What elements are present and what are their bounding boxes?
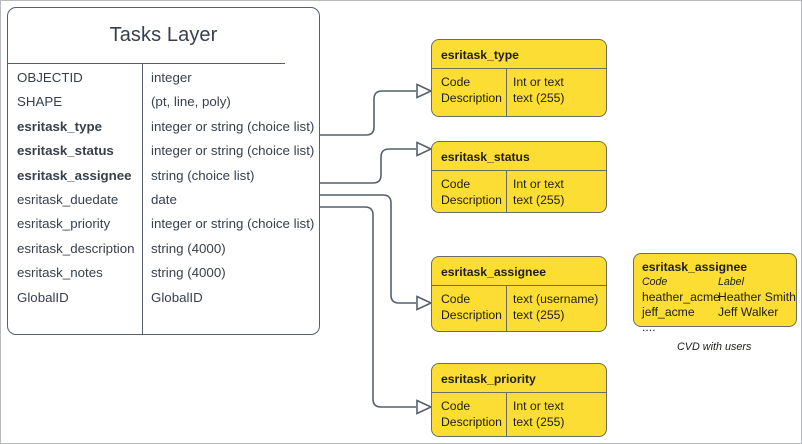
connector-assignee bbox=[314, 194, 416, 304]
entity-field-name: GlobalID bbox=[17, 289, 69, 305]
entity-field-type: integer bbox=[151, 70, 192, 85]
cvd-header-code: Code bbox=[642, 276, 668, 288]
cvd-code: heather_acme bbox=[642, 290, 720, 304]
domain-title-divider bbox=[432, 68, 606, 69]
entity-field-name: esritask_duedate bbox=[17, 191, 119, 207]
entity-field-type: string (4000) bbox=[151, 240, 226, 256]
entity-field-row: esritask_assignee string (choice list) bbox=[8, 163, 319, 187]
domain-field-types: text (username)text (255) bbox=[513, 292, 599, 322]
entity-field-name: esritask_status bbox=[17, 143, 114, 159]
domain-title: esritask_assignee bbox=[441, 265, 547, 279]
entity-field-name: esritask_description bbox=[17, 240, 135, 256]
cvd-title: esritask_assignee bbox=[642, 260, 748, 274]
entity-field-type: integer or string (choice list) bbox=[151, 216, 315, 232]
entity-field-row: OBJECTID integer bbox=[8, 65, 319, 89]
entity-field-type: (pt, line, poly) bbox=[151, 94, 231, 110]
entity-field-type: date bbox=[151, 191, 177, 207]
domain-title-divider bbox=[432, 170, 606, 171]
entity-field-name: esritask_notes bbox=[17, 265, 103, 281]
entity-field-row: esritask_type integer or string (choice l… bbox=[8, 114, 319, 138]
domain-column-divider bbox=[506, 285, 507, 331]
cvd-value-row: jeff_acme Jeff Walker bbox=[642, 305, 790, 320]
domain-column-divider bbox=[506, 392, 507, 436]
connector-type bbox=[314, 90, 416, 136]
domain-title-divider bbox=[432, 285, 606, 286]
arrowhead-status bbox=[416, 141, 433, 157]
entity-field-name: OBJECTID bbox=[17, 70, 83, 85]
entity-field-type: GlobalID bbox=[151, 289, 203, 305]
entity-field-type: integer or string (choice list) bbox=[151, 143, 315, 159]
cvd-label: Heather Smith bbox=[718, 290, 796, 304]
entity-field-type: string (4000) bbox=[151, 265, 226, 281]
cvd-header-label: Label bbox=[718, 276, 744, 288]
cvd-code: jeff_acme bbox=[642, 305, 695, 319]
domain-title-divider bbox=[432, 392, 606, 393]
entity-field-type: integer or string (choice list) bbox=[151, 118, 315, 134]
cvd-caption: CVD with users bbox=[677, 341, 752, 353]
entity-title: Tasks Layer bbox=[109, 24, 218, 46]
domain-column-divider bbox=[506, 68, 507, 116]
entity-field-row: esritask_duedate date bbox=[8, 187, 319, 211]
entity-title-divider bbox=[8, 63, 285, 64]
cvd-label: Jeff Walker bbox=[718, 305, 779, 319]
entity-column-divider bbox=[142, 64, 143, 334]
domain-column-divider bbox=[506, 170, 507, 212]
entity-field-name: SHAPE bbox=[17, 94, 63, 110]
entity-field-type: string (choice list) bbox=[151, 167, 255, 183]
connector-priority bbox=[314, 206, 416, 408]
entity-field-row: esritask_notes string (4000) bbox=[8, 260, 319, 284]
arrowhead-priority bbox=[416, 399, 433, 415]
entity-field-row: esritask_priority integer or string (choi… bbox=[8, 211, 319, 235]
domain-title: esritask_status bbox=[441, 150, 530, 164]
cvd-header-row: Code Label bbox=[642, 276, 790, 290]
entity-field-row: GlobalID GlobalID bbox=[8, 285, 319, 309]
connector-status bbox=[314, 148, 416, 184]
entity-field-name: esritask_assignee bbox=[17, 167, 132, 183]
entity-field-row: esritask_status integer or string (choice… bbox=[8, 138, 319, 162]
arrowhead-assignee bbox=[416, 295, 433, 311]
domain-title: esritask_type bbox=[441, 48, 519, 62]
entity-field-row: SHAPE (pt, line, poly) bbox=[8, 89, 319, 113]
arrowhead-type bbox=[416, 83, 433, 99]
entity-field-name: esritask_priority bbox=[17, 216, 111, 232]
cvd-value-row: .... bbox=[642, 320, 790, 335]
domain-title: esritask_priority bbox=[441, 372, 536, 386]
entity-field-row: esritask_description string (4000) bbox=[8, 236, 319, 260]
cvd-code: .... bbox=[642, 320, 656, 334]
entity-field-name: esritask_type bbox=[17, 118, 103, 134]
